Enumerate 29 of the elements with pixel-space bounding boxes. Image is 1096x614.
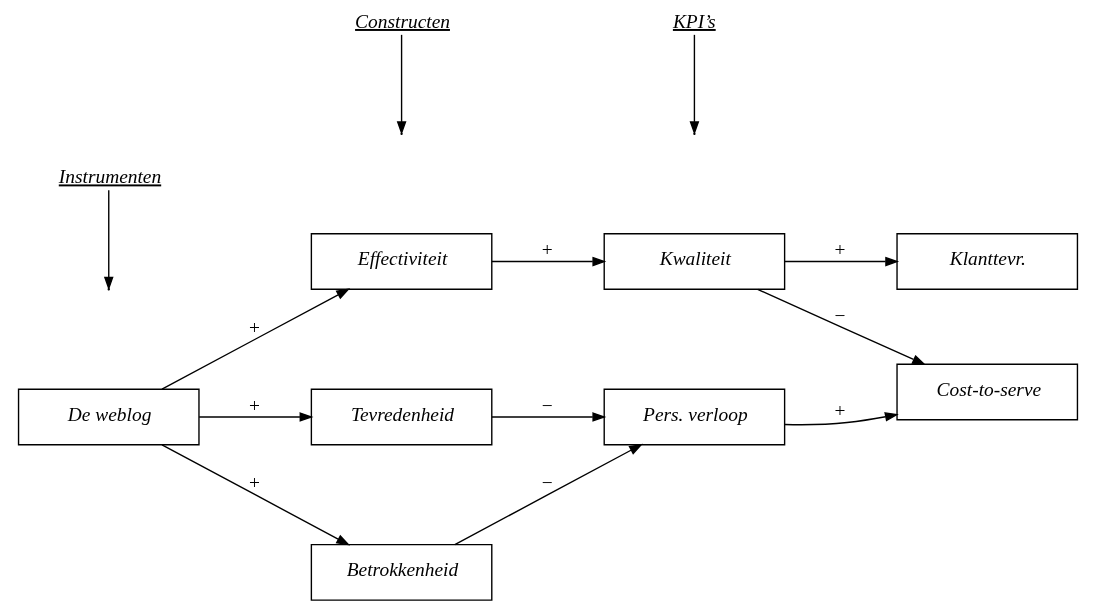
node-box: De weblog — [17, 388, 200, 446]
node-text: KPI’s — [672, 10, 716, 32]
node-box: Cost-to-serve — [896, 363, 1079, 421]
arrow — [161, 288, 351, 390]
edge-label: + — [248, 394, 260, 416]
node-box: Tevredenheid — [310, 388, 493, 446]
edge-label: + — [248, 316, 260, 338]
arrow — [161, 444, 351, 546]
edge-label: − — [834, 304, 846, 326]
arrow — [198, 412, 314, 422]
edge-label: + — [834, 400, 846, 422]
arrow — [756, 288, 926, 366]
arrow — [491, 256, 607, 267]
node-text: Instrumenten — [58, 166, 162, 188]
node-box: Pers. verloop — [603, 388, 786, 446]
node-box: Kwaliteit — [603, 233, 786, 290]
edge-label: + — [248, 472, 260, 494]
node-text: Constructen — [355, 10, 450, 32]
node-box: Effectiviteit — [310, 233, 493, 290]
arrow — [784, 412, 899, 426]
node-box: Klanttevr. — [896, 233, 1079, 290]
edge-label: − — [541, 472, 553, 494]
edge-label: + — [834, 239, 846, 261]
edge-label: + — [541, 239, 553, 261]
arrow — [784, 256, 900, 267]
arrow — [491, 412, 607, 422]
edge-label: − — [541, 394, 553, 416]
node-box: Betrokkenheid — [310, 543, 493, 601]
arrow — [454, 443, 643, 546]
